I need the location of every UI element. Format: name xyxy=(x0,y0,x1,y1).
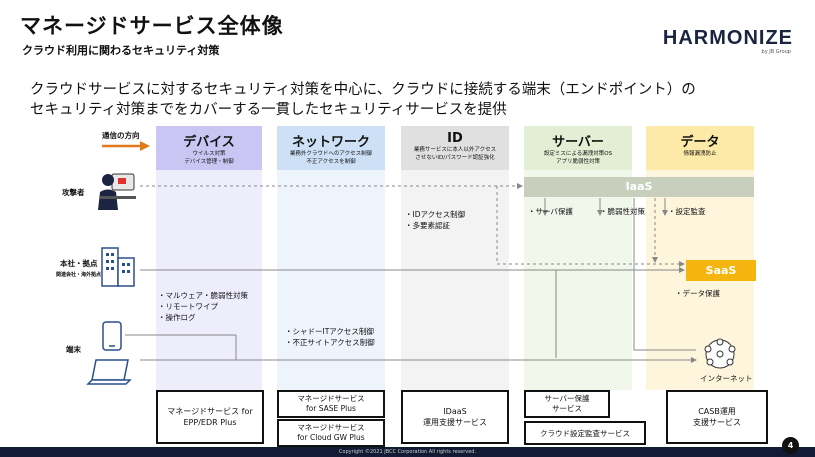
column-server-sub2: アプリ脆弱性対策 xyxy=(555,159,600,165)
device-bullets: マルウェア・脆弱性対策 リモートワイプ 操作ログ xyxy=(158,290,249,323)
list-item: 設定監査 xyxy=(668,206,706,217)
column-device-title: デバイス xyxy=(183,135,235,150)
column-network-sub1: 業務外クラウドへのアクセス制御 xyxy=(289,151,373,157)
building-icon xyxy=(101,247,135,287)
column-network-body xyxy=(277,170,385,390)
service-cloud-gw: マネージドサービス for Cloud GW Plus xyxy=(277,419,385,447)
column-network-header: ネットワーク 業務外クラウドへのアクセス制御 不正アクセスを制御 xyxy=(277,126,385,170)
column-id-sub1: 業務サービスに本人以外アクセス xyxy=(413,147,497,153)
laptop-icon xyxy=(86,359,132,385)
row-label-office-sub: 関連会社・海外拠点 xyxy=(56,272,102,278)
list-item: データ保護 xyxy=(675,288,721,299)
smartphone-icon xyxy=(102,321,122,351)
column-network: ネットワーク 業務外クラウドへのアクセス制御 不正アクセスを制御 xyxy=(277,126,385,390)
iaas-bar: IaaS xyxy=(524,177,754,197)
row-label-office: 本社・拠点 xyxy=(60,259,98,268)
service-cloud-audit: クラウド設定監査サービス xyxy=(524,421,646,445)
column-server-header: サーバー 設定ミスによる漏洩対策OS アプリ脆弱性対策 xyxy=(524,126,632,170)
column-device-header: デバイス ウイルス対策 デバイス管理・制御 xyxy=(156,126,262,170)
attacker-to-saas-dashed xyxy=(496,186,685,267)
page-subtitle: クラウド利用に関わるセキュリティ対策 xyxy=(22,44,220,57)
column-id-sub2: させないID/パスワード認証強化 xyxy=(415,155,495,161)
column-data-title: データ xyxy=(680,135,720,150)
column-data-sub1: 情報漏洩防止 xyxy=(683,151,717,157)
harmonize-logo: HARMONIZE xyxy=(662,27,793,49)
page-number: 4 xyxy=(782,437,799,454)
list-item: サーバ保護 xyxy=(528,206,573,217)
service-sase: マネージドサービス for SASE Plus xyxy=(277,390,385,418)
column-data-header: データ 情報漏洩防止 xyxy=(646,126,754,170)
iaas-bullet-1: サーバ保護 xyxy=(528,206,573,217)
list-item: 操作ログ xyxy=(158,312,248,323)
logo-tagline: by JB Group xyxy=(761,49,791,55)
server-to-internet-line xyxy=(633,198,696,351)
column-device: デバイス ウイルス対策 デバイス管理・制御 xyxy=(156,126,262,390)
column-id: ID 業務サービスに本人以外アクセス させないID/パスワード認証強化 xyxy=(401,126,509,390)
column-network-sub2: 不正アクセスを制御 xyxy=(306,159,356,165)
copyright-footer: Copyright ©2021 JBCC Corporation All rig… xyxy=(0,447,815,457)
row-label-attacker: 攻撃者 xyxy=(62,188,85,197)
iaas-bullet-2: 脆弱性対策 xyxy=(600,206,646,217)
column-device-sub2: デバイス管理・制御 xyxy=(184,159,234,165)
column-network-title: ネットワーク xyxy=(291,135,370,150)
lead-text: クラウドサービスに対するセキュリティ対策を中心に、クラウドに接続する端末（エンド… xyxy=(30,80,696,120)
column-id-title: ID xyxy=(447,131,463,146)
saas-bullets: データ保護 xyxy=(675,288,721,299)
internet-label: インターネット xyxy=(700,374,753,383)
lead-line-2: セキュリティ対策までをカバーする一貫したセキュリティサービスを提供 xyxy=(30,102,507,118)
column-server-title: サーバー xyxy=(552,135,604,150)
saas-bar: SaaS xyxy=(686,260,756,281)
service-casb: CASB運用 支援サービス xyxy=(666,390,768,444)
service-server-protect: サーバー保護 サービス xyxy=(524,390,610,418)
column-id-body xyxy=(401,170,509,390)
id-bullets: IDアクセス制御 多要素認証 xyxy=(405,209,466,231)
column-device-sub1: ウイルス対策 xyxy=(192,151,226,157)
internet-cloud-icon xyxy=(704,338,736,369)
iaas-bullet-3: 設定監査 xyxy=(668,206,706,217)
direction-arrow-icon xyxy=(102,141,150,151)
list-item: リモートワイプ xyxy=(158,301,248,312)
page-title: マネージドサービス全体像 xyxy=(20,14,284,38)
list-item: マルウェア・脆弱性対策 xyxy=(158,290,249,301)
row-label-device: 端末 xyxy=(66,345,81,354)
network-bullets: シャドーITアクセス制御 不正サイトアクセス制御 xyxy=(285,326,375,348)
list-item: IDアクセス制御 xyxy=(405,209,466,220)
list-item: 不正サイトアクセス制御 xyxy=(285,337,375,348)
service-idaas: IDaaS 運用支援サービス xyxy=(401,390,509,444)
list-item: シャドーITアクセス制御 xyxy=(285,326,375,337)
service-epp-edr: マネージドサービス for EPP/EDR Plus xyxy=(156,390,264,444)
attacker-icon xyxy=(98,173,136,210)
list-item: 脆弱性対策 xyxy=(600,206,646,217)
column-device-body xyxy=(156,170,262,390)
column-server-sub1: 設定ミスによる漏洩対策OS xyxy=(543,151,613,157)
lead-line-1: クラウドサービスに対するセキュリティ対策を中心に、クラウドに接続する端末（エンド… xyxy=(30,82,696,98)
column-id-header: ID 業務サービスに本人以外アクセス させないID/パスワード認証強化 xyxy=(401,126,509,170)
direction-label: 通信の方向 xyxy=(102,131,140,140)
list-item: 多要素認証 xyxy=(405,220,465,231)
